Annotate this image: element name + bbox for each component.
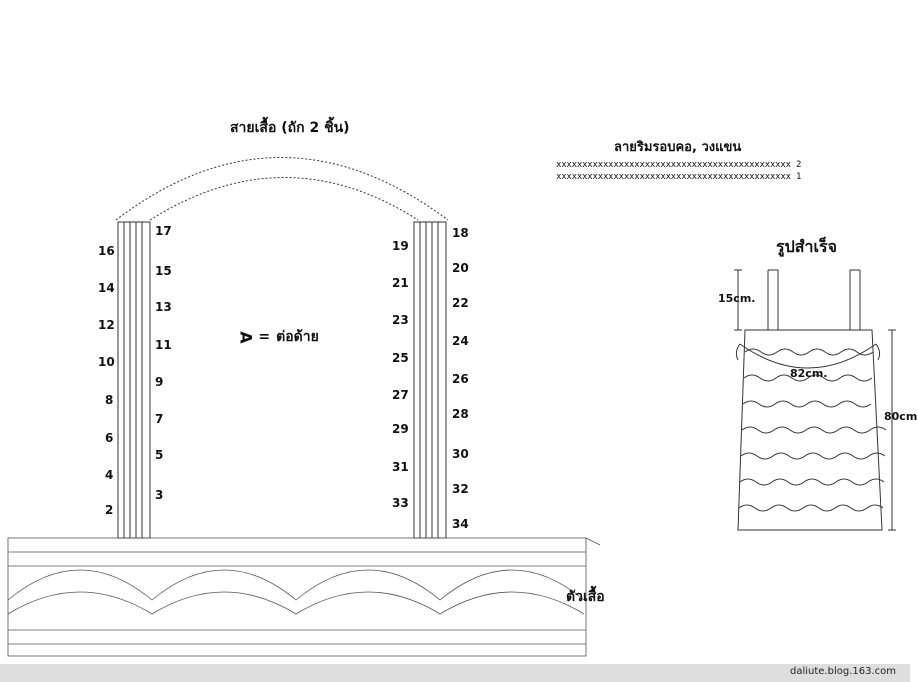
row-number: 3 <box>155 488 164 502</box>
row-number: 5 <box>155 448 164 462</box>
row-number: 11 <box>155 338 172 352</box>
row-number: 31 <box>392 460 409 474</box>
row-number: 9 <box>155 375 164 389</box>
row-number: 32 <box>452 482 469 496</box>
left-strap-column <box>117 221 151 539</box>
edge-row-2: xxxxxxxxxxxxxxxxxxxxxxxxxxxxxxxxxxxxxxxx… <box>556 160 802 170</box>
legend-equals: = <box>258 329 271 345</box>
row-number: 6 <box>105 431 114 445</box>
row-number: 8 <box>105 393 114 407</box>
finished-title: รูปสำเร็จ <box>776 237 837 256</box>
row-number: 19 <box>392 239 409 253</box>
strap-length-label: 15cm. <box>718 292 756 305</box>
row-number: 22 <box>452 296 469 310</box>
body-label: ตัวเสื้อ <box>566 589 605 605</box>
row-number: 23 <box>392 313 409 327</box>
row-number: 7 <box>155 412 164 426</box>
row-number: 29 <box>392 422 409 436</box>
row-number: 14 <box>98 281 115 295</box>
row-number: 28 <box>452 407 469 421</box>
row-number: 16 <box>98 244 115 258</box>
finished-garment <box>734 269 896 531</box>
strap-title: สายเสื้อ (ถัก 2 ชิ้น) <box>230 120 350 136</box>
length-label: 80cm <box>884 410 917 423</box>
body-pattern <box>7 537 601 657</box>
row-number: 21 <box>392 276 409 290</box>
row-number: 26 <box>452 372 469 386</box>
row-number: 30 <box>452 447 469 461</box>
row-number: 18 <box>452 226 469 240</box>
legend: A = ต่อด้าย <box>236 326 319 348</box>
legend-symbol: A <box>236 330 256 344</box>
row-number: 20 <box>452 261 469 275</box>
row-number: 33 <box>392 496 409 510</box>
row-number: 12 <box>98 318 115 332</box>
legend-meaning: ต่อด้าย <box>276 329 319 345</box>
row-number: 25 <box>392 351 409 365</box>
edge-row-1: xxxxxxxxxxxxxxxxxxxxxxxxxxxxxxxxxxxxxxxx… <box>556 172 802 182</box>
row-number: 34 <box>452 517 469 531</box>
row-number: 27 <box>392 388 409 402</box>
right-strap-column <box>413 221 447 539</box>
row-number: 15 <box>155 264 172 278</box>
row-number: 13 <box>155 300 172 314</box>
row-number: 10 <box>98 355 115 369</box>
row-number: 2 <box>105 503 114 517</box>
footer-watermark: daliute.blog.163.com <box>789 666 896 677</box>
row-number: 4 <box>105 468 114 482</box>
row-number: 24 <box>452 334 469 348</box>
strap-outer-arc <box>115 157 449 221</box>
width-label: 82cm. <box>790 367 828 380</box>
edge-pattern-title: ลายริมรอบคอ, วงแขน <box>614 140 742 155</box>
row-number: 17 <box>155 224 172 238</box>
strap-inner-arc <box>149 177 419 221</box>
footer-bar <box>0 664 910 682</box>
